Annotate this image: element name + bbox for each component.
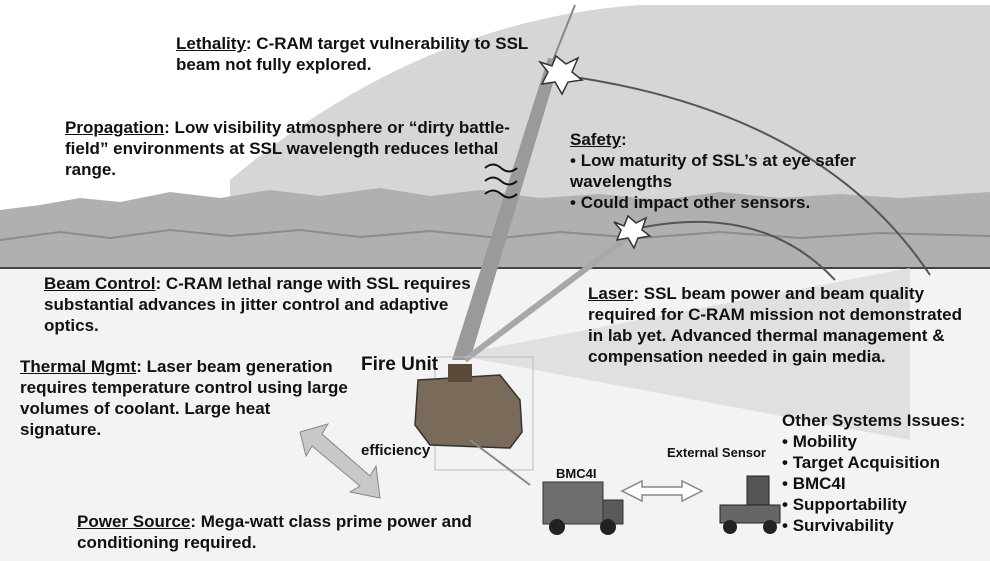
lethality-heading: Lethality	[176, 34, 246, 53]
beam-control-heading: Beam Control	[44, 274, 156, 293]
sensor-antenna	[746, 475, 770, 509]
beam-control-note: Beam Control: C-RAM lethal range with SS…	[44, 273, 474, 336]
safety-suffix: :	[621, 130, 627, 149]
trajectory-arc-upper	[559, 74, 931, 276]
other-issues-title: Other Systems Issues:	[782, 411, 966, 430]
laser-heading: Laser	[588, 284, 634, 303]
other-issues-note: Other Systems Issues: Mobility Target Ac…	[782, 410, 990, 536]
safety-item: Could impact other sensors.	[570, 192, 870, 213]
bmc4i-shelter	[542, 481, 604, 525]
safety-heading: Safety	[570, 130, 622, 149]
propagation-heading: Propagation	[65, 118, 165, 137]
target-burst-upper	[537, 54, 584, 96]
fire-unit-vehicle	[414, 374, 523, 449]
power-source-heading: Power Source	[77, 512, 191, 531]
power-source-text: : Mega-watt class prime power and condit…	[77, 512, 472, 552]
thermal-heading: Thermal Mgmt	[20, 357, 137, 376]
turbulence-wave-3	[484, 189, 518, 199]
other-issues-item: Target Acquisition	[782, 452, 990, 473]
link-fireunit-bmc4i	[469, 439, 531, 486]
beam-control-text: : C-RAM lethal range with SSL requires s…	[44, 274, 471, 335]
other-issues-item: Survivability	[782, 515, 990, 536]
safety-title: Safety:	[570, 129, 870, 150]
fire-unit-turret	[448, 364, 472, 382]
lethality-note: Lethality: C-RAM target vulnerability to…	[176, 33, 576, 75]
trajectory-arc-lower	[629, 220, 836, 281]
thermal-text: : Laser beam generation requires tempera…	[20, 357, 348, 439]
efficiency-arrow	[299, 423, 381, 499]
safety-list: Low maturity of SSL’s at eye safer wavel…	[570, 150, 870, 213]
turbulence-wave-1	[484, 163, 518, 173]
sensor-wheel-1	[723, 520, 737, 534]
bmc4i-wheel-rear	[600, 519, 616, 535]
power-source-note: Power Source: Mega-watt class prime powe…	[77, 511, 477, 553]
fire-unit-label: Fire Unit	[361, 354, 439, 375]
laser-beam-2	[463, 225, 642, 363]
propagation-text: : Low visibility atmosphere or “dirty ba…	[65, 118, 510, 179]
safety-note: Safety: Low maturity of SSL’s at eye saf…	[570, 129, 870, 213]
laser-note: Laser: SSL beam power and beam quality r…	[588, 283, 968, 367]
propagation-note: Propagation: Low visibility atmosphere o…	[65, 117, 525, 180]
other-issues-list: Mobility Target Acquisition BMC4I Suppor…	[782, 431, 990, 536]
bmc4i-wheel-front	[549, 519, 565, 535]
turbulence-wave-2	[484, 176, 518, 186]
other-issues-item: Supportability	[782, 494, 990, 515]
incoming-round-trail	[552, 4, 576, 61]
other-issues-item: BMC4I	[782, 473, 990, 494]
sensor-wheel-2	[763, 520, 777, 534]
thermal-note: Thermal Mgmt: Laser beam generation requ…	[20, 356, 350, 440]
efficiency-label: efficiency	[361, 442, 431, 459]
engagement-cone	[455, 268, 910, 440]
bmc4i-label: BMC4I	[556, 466, 597, 481]
external-sensor-label: External Sensor	[667, 445, 766, 460]
laser-beam	[452, 58, 560, 360]
lethality-text: : C-RAM target vulnerability to SSL beam…	[176, 34, 529, 74]
sensor-body	[719, 504, 781, 524]
safety-item: Low maturity of SSL’s at eye safer wavel…	[570, 150, 870, 192]
other-issues-item: Mobility	[782, 431, 990, 452]
laser-text: : SSL beam power and beam quality requir…	[588, 284, 963, 366]
link-bmc4i-sensor	[620, 479, 704, 503]
target-burst-lower	[613, 214, 652, 250]
